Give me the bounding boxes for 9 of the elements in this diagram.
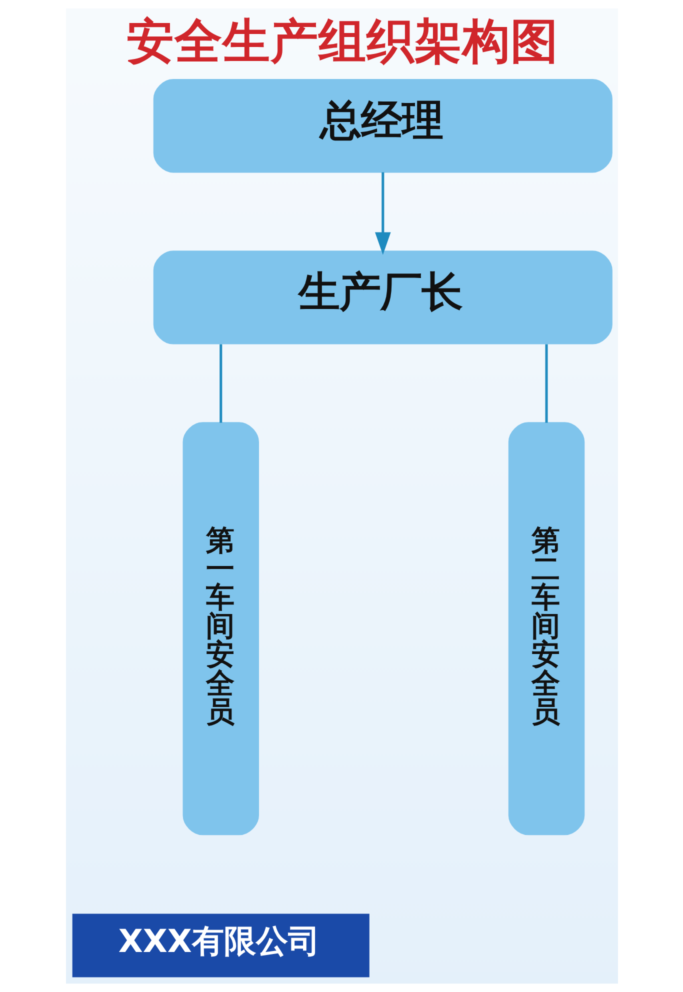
diagram-title: 安全生产组织架构图 — [126, 14, 558, 70]
connector — [544, 344, 548, 423]
label: XXX有限公司 — [118, 924, 320, 960]
node-box: 第二车间安全员 — [508, 422, 584, 836]
node-box: 总经理 — [152, 79, 612, 173]
arrow — [374, 172, 390, 255]
connector — [219, 344, 222, 423]
node-box: 第一车间安全员 — [182, 422, 258, 836]
node-box: 生产厂长 — [152, 250, 612, 344]
